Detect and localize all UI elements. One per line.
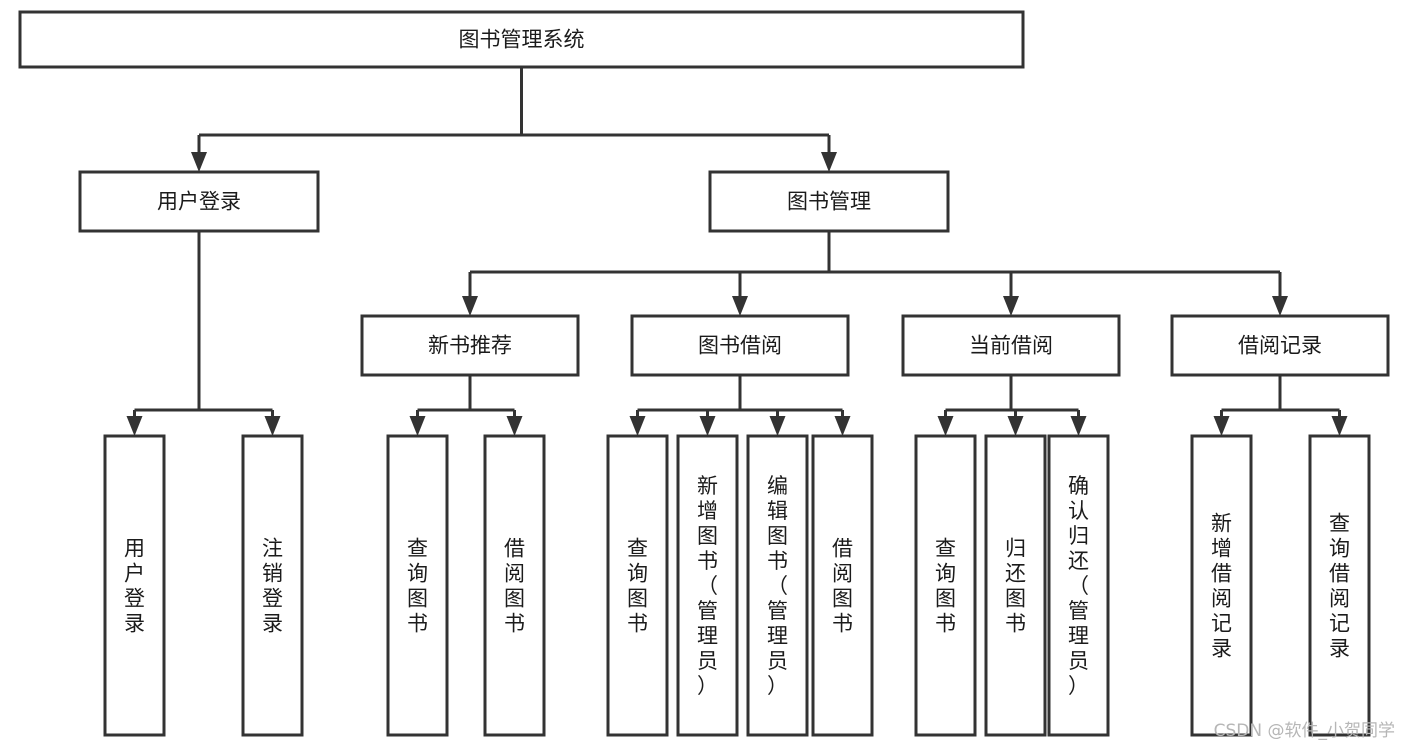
node-root[interactable]: 图书管理系统 xyxy=(18,10,1025,69)
node-box xyxy=(483,434,546,737)
node-box xyxy=(103,434,166,737)
node-leaf-query-book-2[interactable]: 查询图书 xyxy=(606,434,669,737)
node-label: 注销登录 xyxy=(262,537,283,636)
node-label: 新书推荐 xyxy=(428,334,512,358)
node-label: 查询图书 xyxy=(935,537,956,636)
node-leaf-add-record[interactable]: 新增借阅记录 xyxy=(1190,434,1253,737)
node-borrow-record[interactable]: 借阅记录 xyxy=(1170,314,1390,377)
node-current-borrow[interactable]: 当前借阅 xyxy=(901,314,1121,377)
node-leaf-query-book-1[interactable]: 查询图书 xyxy=(386,434,449,737)
node-leaf-confirm-return[interactable]: 确认归还（管理员） xyxy=(1047,434,1110,737)
node-box xyxy=(811,434,874,737)
node-box xyxy=(606,434,669,737)
node-label: 图书管理系统 xyxy=(459,28,585,52)
node-book-manage[interactable]: 图书管理 xyxy=(708,170,950,233)
node-leaf-user-logout[interactable]: 注销登录 xyxy=(241,434,304,737)
node-label: 新增借阅记录 xyxy=(1211,512,1232,661)
node-box xyxy=(360,314,580,377)
node-leaf-edit-book[interactable]: 编辑图书（管理员） xyxy=(746,434,809,737)
node-label: 查询图书 xyxy=(627,537,648,636)
node-leaf-borrow-book-1[interactable]: 借阅图书 xyxy=(483,434,546,737)
node-box xyxy=(1308,434,1371,737)
node-new-book-rec[interactable]: 新书推荐 xyxy=(360,314,580,377)
node-box xyxy=(386,434,449,737)
node-box xyxy=(1170,314,1390,377)
node-box xyxy=(984,434,1047,737)
node-label: 查询图书 xyxy=(407,537,428,636)
node-box xyxy=(630,314,850,377)
node-label: 图书管理 xyxy=(787,190,871,214)
node-box xyxy=(914,434,977,737)
node-leaf-query-book-3[interactable]: 查询图书 xyxy=(914,434,977,737)
node-label: 图书借阅 xyxy=(698,334,782,358)
node-label: 借阅图书 xyxy=(832,537,853,636)
node-box xyxy=(1047,434,1110,737)
node-leaf-query-record[interactable]: 查询借阅记录 xyxy=(1308,434,1371,737)
node-label: 用户登录 xyxy=(157,190,241,214)
node-label: 用户登录 xyxy=(124,537,145,636)
node-label: 新增图书（管理员） xyxy=(697,474,718,698)
node-leaf-return-book[interactable]: 归还图书 xyxy=(984,434,1047,737)
node-label: 确认归还（管理员） xyxy=(1068,474,1089,698)
node-box xyxy=(901,314,1121,377)
node-box xyxy=(1190,434,1253,737)
node-label: 借阅记录 xyxy=(1238,334,1322,358)
node-box xyxy=(241,434,304,737)
node-label: 编辑图书（管理员） xyxy=(767,474,788,698)
node-user-login[interactable]: 用户登录 xyxy=(78,170,320,233)
node-leaf-add-book[interactable]: 新增图书（管理员） xyxy=(676,434,739,737)
node-book-borrow[interactable]: 图书借阅 xyxy=(630,314,850,377)
edges-layer xyxy=(126,67,1348,436)
node-label: 查询借阅记录 xyxy=(1329,512,1350,661)
node-leaf-borrow-book-2[interactable]: 借阅图书 xyxy=(811,434,874,737)
node-box xyxy=(676,434,739,737)
node-box xyxy=(78,170,320,233)
node-label: 当前借阅 xyxy=(969,334,1053,358)
nodes-layer: 图书管理系统用户登录图书管理新书推荐图书借阅当前借阅借阅记录用户登录注销登录查询… xyxy=(18,10,1390,737)
node-leaf-user-login[interactable]: 用户登录 xyxy=(103,434,166,737)
node-box xyxy=(746,434,809,737)
node-box xyxy=(18,10,1025,69)
node-label: 借阅图书 xyxy=(504,537,525,636)
node-box xyxy=(708,170,950,233)
node-label: 归还图书 xyxy=(1005,537,1026,636)
